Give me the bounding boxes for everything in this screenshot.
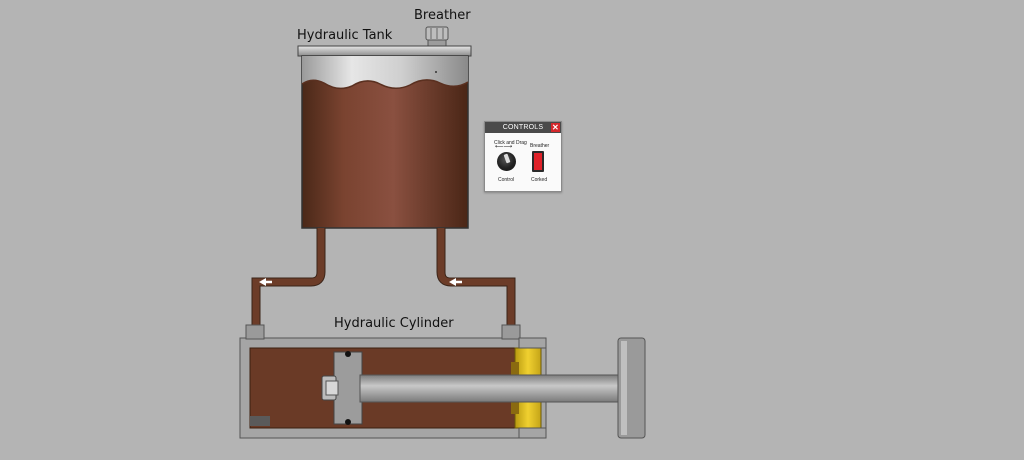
tank-label: Hydraulic Tank xyxy=(297,28,393,43)
cylinder-label: Hydraulic Cylinder xyxy=(334,316,454,331)
drag-arrows-icon: ⟵⟶ xyxy=(495,144,513,150)
flow-arrow-icon xyxy=(449,278,462,286)
close-icon[interactable]: ✕ xyxy=(551,123,560,132)
knob-pointer xyxy=(503,153,511,164)
switch-state: Corked xyxy=(531,177,548,183)
pipe-right xyxy=(436,228,516,354)
controls-header: CONTROLS ✕ xyxy=(485,122,561,133)
breather-label: Breather xyxy=(414,8,471,23)
hydraulic-tank xyxy=(297,45,472,229)
hydraulic-cylinder xyxy=(239,324,646,439)
pipe-left xyxy=(251,228,326,354)
flow-arrow-icon xyxy=(259,278,272,286)
controls-title: CONTROLS xyxy=(502,124,544,131)
knob-label: Control xyxy=(498,177,515,183)
controls-panel: CONTROLS ✕ Click and Drag ⟵⟶ Control Bre… xyxy=(484,121,562,192)
switch-rocker xyxy=(534,153,542,170)
control-knob-icon[interactable] xyxy=(497,152,516,171)
breather-cap[interactable] xyxy=(425,26,449,47)
drag-hint: Click and Drag xyxy=(494,140,527,146)
switch-title: Breather xyxy=(530,143,550,149)
breather-switch-icon[interactable] xyxy=(532,151,544,172)
